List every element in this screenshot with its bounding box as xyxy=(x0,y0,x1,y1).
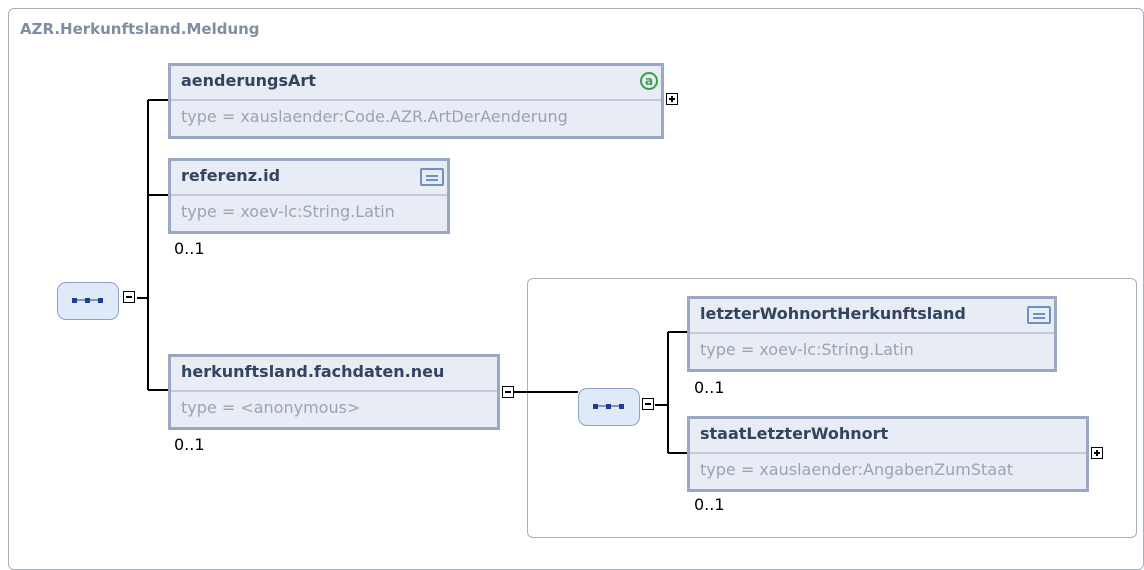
diagram-title: AZR.Herkunftsland.Meldung xyxy=(20,20,260,38)
simple-type-icon xyxy=(1027,306,1051,324)
element-name: staatLetzterWohnort xyxy=(700,424,889,443)
collapse-toggle-herkunftsland[interactable] xyxy=(502,386,514,398)
expand-toggle-staatLetzterWohnort[interactable] xyxy=(1091,447,1103,459)
element-letzterWohnortHerkunftsland[interactable]: letzterWohnortHerkunftsland type = xoev-… xyxy=(687,296,1057,372)
element-herkunftsland-fachdaten-neu[interactable]: herkunftsland.fachdaten.neu type = <anon… xyxy=(168,354,500,430)
element-type: type = xoev-lc:String.Latin xyxy=(181,202,395,221)
sequence-compositor[interactable] xyxy=(57,282,119,320)
collapse-toggle-sequence[interactable] xyxy=(123,291,135,303)
simple-type-icon xyxy=(420,168,444,186)
separator xyxy=(690,332,1054,334)
sequence-icon xyxy=(593,404,624,409)
element-referenz-id[interactable]: referenz.id type = xoev-lc:String.Latin xyxy=(168,158,450,234)
element-type: type = xauslaender:Code.AZR.ArtDerAender… xyxy=(181,107,568,126)
element-name: letzterWohnortHerkunftsland xyxy=(700,304,966,323)
sequence-icon xyxy=(72,298,103,303)
collapse-toggle-inner-sequence[interactable] xyxy=(642,398,654,410)
element-type: type = <anonymous> xyxy=(181,398,361,417)
sequence-compositor-inner[interactable] xyxy=(578,388,640,426)
separator xyxy=(171,99,661,101)
element-type: type = xauslaender:AngabenZumStaat xyxy=(700,460,1014,479)
cardinality-letzterWohnort: 0..1 xyxy=(694,378,725,397)
element-name: aenderungsArt xyxy=(181,71,316,90)
cardinality-staatLetzterWohnort: 0..1 xyxy=(694,495,725,514)
element-name: referenz.id xyxy=(181,166,281,185)
element-name: herkunftsland.fachdaten.neu xyxy=(181,362,445,381)
cardinality-herkunftsland: 0..1 xyxy=(174,435,205,454)
connector-lines xyxy=(137,99,687,454)
separator xyxy=(690,452,1086,454)
element-type: type = xoev-lc:String.Latin xyxy=(700,340,914,359)
expand-toggle-aenderungsArt[interactable] xyxy=(666,93,678,105)
cardinality-referenz-id: 0..1 xyxy=(174,239,205,258)
separator xyxy=(171,390,497,392)
element-staatLetzterWohnort[interactable]: staatLetzterWohnort type = xauslaender:A… xyxy=(687,416,1089,492)
element-aenderungsArt[interactable]: aenderungsArt a type = xauslaender:Code.… xyxy=(168,63,664,139)
attribute-icon: a xyxy=(640,72,658,90)
separator xyxy=(171,194,447,196)
